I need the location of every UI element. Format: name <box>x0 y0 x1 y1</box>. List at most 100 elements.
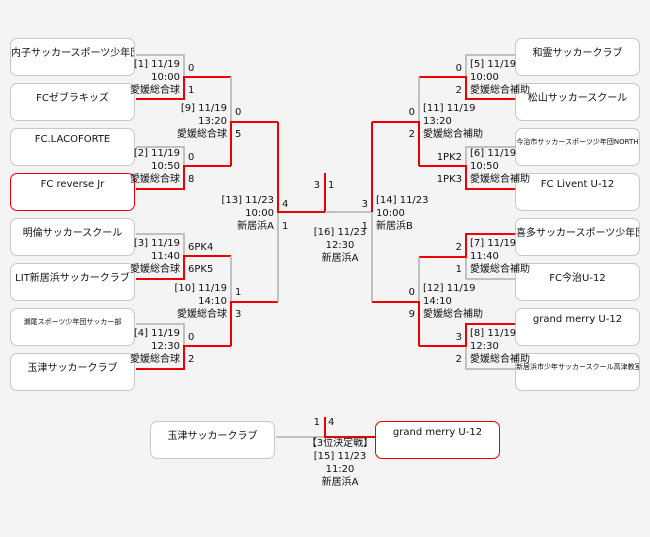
match-time: 10:00 <box>245 208 274 219</box>
bracket-line <box>136 146 185 166</box>
score-bottom: 9 <box>408 309 415 320</box>
score-bottom: 2 <box>408 129 415 140</box>
score-top: 3 <box>455 332 462 343</box>
match-label: [14] 11/23 <box>376 195 429 206</box>
match-venue: 愛媛総合補助 <box>423 309 483 320</box>
team-box-right: 喜多サッカースポーツ少年団 <box>515 218 640 256</box>
score-bottom: 1 <box>455 264 462 275</box>
winner-line <box>136 255 231 280</box>
match-time: 12:30 <box>151 341 180 352</box>
team-box-right: 今治市サッカースポーツ少年団NORTH <box>515 128 640 166</box>
team-box-right: FC Livent U-12 <box>515 173 640 211</box>
match-venue: 愛媛総合補助 <box>470 264 530 275</box>
match-time: 10:50 <box>151 161 180 172</box>
match-time: 12:30 <box>470 341 499 352</box>
winner-line <box>372 301 420 346</box>
bracket-line <box>465 54 515 77</box>
match-label: [9] 11/19 <box>180 103 227 114</box>
third-time: 11:20 <box>325 464 355 475</box>
match-time: 11:40 <box>151 251 180 262</box>
team-box-left: FC.LACOFORTE <box>10 128 135 166</box>
final-label: [16] 11/23 <box>313 227 367 238</box>
match-label: [4] 11/19 <box>133 328 180 339</box>
match-time: 11:40 <box>470 251 499 262</box>
score-top: 0 <box>188 332 195 343</box>
match-label: [1] 11/19 <box>133 59 180 70</box>
winner-line <box>136 165 231 190</box>
score-bottom: 5 <box>235 129 242 140</box>
bracket-line <box>136 54 185 77</box>
team-box-left: 明倫サッカースクール <box>10 218 135 256</box>
score-top: 3 <box>361 199 368 210</box>
score-bottom: 6PK5 <box>188 264 214 275</box>
match-label: [5] 11/19 <box>470 59 517 70</box>
match-venue: 愛媛総合球 <box>130 85 180 96</box>
score-bottom: 1 <box>361 221 368 232</box>
match-label: [11] 11/19 <box>423 103 476 114</box>
third-place-team-right: grand merry U-12 <box>375 421 500 459</box>
match-venue: 愛媛総合球 <box>177 309 227 320</box>
score-top: 4 <box>282 199 289 210</box>
winner-line <box>372 121 420 166</box>
winner-line <box>230 121 278 166</box>
match-time: 10:00 <box>470 72 499 83</box>
team-box-left: 内子サッカースポーツ少年団 <box>10 38 135 76</box>
bracket-line <box>465 257 515 280</box>
score-bottom: 2 <box>188 354 195 365</box>
match-label: [8] 11/19 <box>470 328 517 339</box>
third-score-right: 4 <box>328 417 335 428</box>
match-label: [7] 11/19 <box>470 238 517 249</box>
final-time: 12:30 <box>325 240 355 251</box>
final-score-left: 3 <box>313 180 320 191</box>
team-box-left: LIT新居浜サッカークラブ <box>10 263 135 301</box>
match-label: [6] 11/19 <box>470 148 517 159</box>
score-top: 1PK2 <box>436 152 462 163</box>
winner-line <box>324 417 375 438</box>
match-venue: 新居浜B <box>376 221 413 232</box>
final-score-right: 1 <box>328 180 335 191</box>
match-time: 10:50 <box>470 161 499 172</box>
match-time: 10:00 <box>376 208 405 219</box>
score-top: 0 <box>408 287 415 298</box>
team-box-right: 新居浜市少年サッカースクール高津教室 <box>515 353 640 391</box>
score-top: 0 <box>408 107 415 118</box>
score-top: 2 <box>455 242 462 253</box>
match-time: 13:20 <box>198 116 227 127</box>
winner-line <box>277 122 326 213</box>
score-bottom: 1PK3 <box>436 174 462 185</box>
team-box-left: FCゼブラキッズ <box>10 83 135 121</box>
score-top: 0 <box>188 152 195 163</box>
match-label: [2] 11/19 <box>133 148 180 159</box>
match-time: 13:20 <box>423 116 452 127</box>
match-venue: 愛媛総合補助 <box>470 174 530 185</box>
bracket-line <box>465 146 515 166</box>
third-label: [15] 11/23 <box>313 451 367 462</box>
score-top: 0 <box>455 63 462 74</box>
third-venue: 新居浜A <box>321 477 359 488</box>
winner-line <box>419 165 515 190</box>
winner-line <box>419 233 515 258</box>
team-box-left: FC reverse Jr <box>10 173 135 211</box>
match-label: [3] 11/19 <box>133 238 180 249</box>
score-bottom: 1 <box>282 221 289 232</box>
team-box-right: FC今治U-12 <box>515 263 640 301</box>
score-top: 0 <box>235 107 242 118</box>
team-box-left: 玉津サッカークラブ <box>10 353 135 391</box>
bracket-line <box>465 346 515 370</box>
team-box-right: grand merry U-12 <box>515 308 640 346</box>
match-label: [13] 11/23 <box>221 195 274 206</box>
bracket-line <box>136 233 185 256</box>
third-place-team-left: 玉津サッカークラブ <box>150 421 275 459</box>
winner-line <box>230 301 278 346</box>
third-title: 【3位決定戦】 <box>306 438 374 449</box>
winner-line <box>419 76 515 100</box>
score-bottom: 2 <box>455 354 462 365</box>
match-time: 14:10 <box>423 296 452 307</box>
final-venue: 新居浜A <box>321 253 359 264</box>
match-venue: 愛媛総合球 <box>130 264 180 275</box>
score-bottom: 3 <box>235 309 242 320</box>
winner-line <box>419 323 515 347</box>
match-venue: 愛媛総合球 <box>130 174 180 185</box>
